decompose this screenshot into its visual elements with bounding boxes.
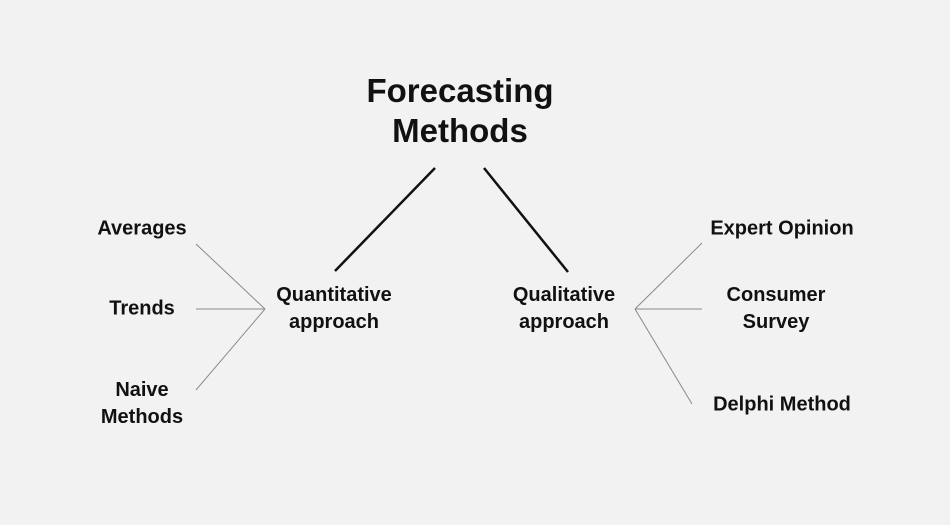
connector-qualitative-to-delphi-method [634, 308, 693, 405]
leaf-averages-text: Averages [97, 217, 187, 240]
leaf-naive-methods-line-2: Methods [100, 406, 184, 428]
branch-quantitative-line-2: approach [288, 311, 380, 333]
connector-quantitative-to-averages [195, 243, 266, 310]
leaf-naive-methods: Naive Methods [101, 377, 183, 431]
leaf-consumer-survey-line-1: Consumer [726, 284, 826, 306]
connector-quantitative-to-naive-methods [195, 308, 266, 391]
title-line-2: Methods [392, 112, 528, 149]
leaf-expert-opinion: Expert Opinion [710, 216, 853, 243]
branch-qualitative-line-1: Qualitative [512, 284, 616, 306]
connector-title-to-quantitative [334, 167, 436, 272]
leaf-trends: Trends [109, 296, 175, 323]
leaf-consumer-survey: Consumer Survey [727, 282, 826, 336]
leaf-averages: Averages [97, 216, 186, 243]
leaf-consumer-survey-line-2: Survey [742, 311, 810, 333]
connector-qualitative-to-expert-opinion [634, 242, 703, 310]
leaf-expert-opinion-text: Expert Opinion [710, 217, 854, 240]
leaf-trends-text: Trends [109, 297, 175, 320]
branch-qualitative: Qualitative approach [513, 282, 615, 336]
connector-title-to-qualitative [483, 167, 569, 273]
diagram-title: Forecasting Methods [366, 71, 553, 151]
leaf-delphi-method: Delphi Method [713, 392, 851, 419]
branch-quantitative: Quantitative approach [276, 282, 392, 336]
leaf-delphi-method-text: Delphi Method [713, 393, 851, 416]
leaf-naive-methods-line-1: Naive [115, 379, 169, 401]
branch-qualitative-line-2: approach [518, 311, 610, 333]
branch-quantitative-line-1: Quantitative [276, 284, 392, 306]
title-line-1: Forecasting [366, 72, 554, 109]
